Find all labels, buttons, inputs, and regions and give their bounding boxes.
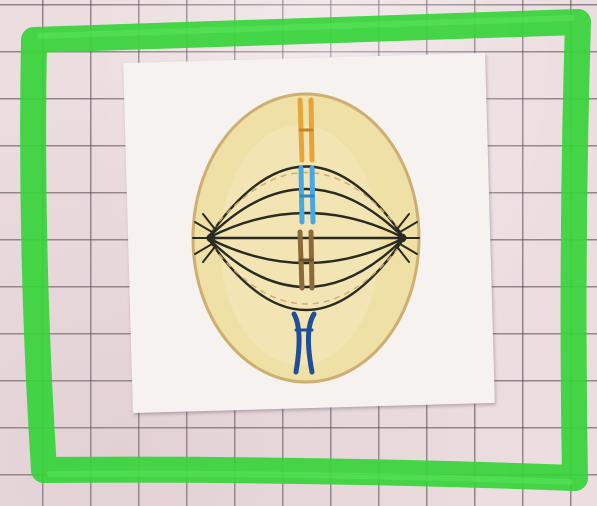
drawing-layer <box>0 0 597 506</box>
photo <box>0 0 597 506</box>
